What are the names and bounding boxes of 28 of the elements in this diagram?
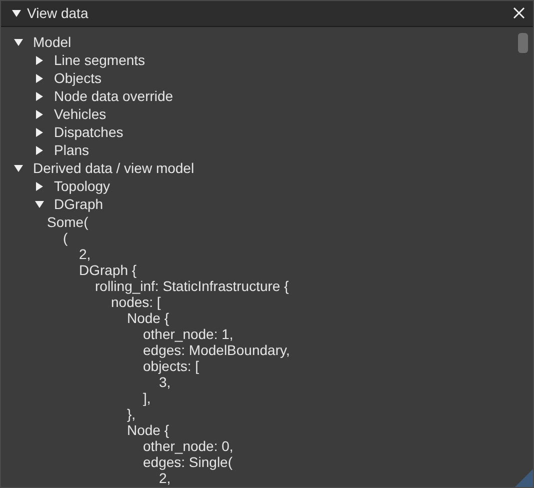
code-line: ( [63,230,68,246]
code-line: edges: Single( [143,454,233,470]
code-line: Node { [127,422,170,438]
code-line: edges: ModelBoundary, [143,342,290,358]
code-line: 2, [79,246,91,262]
tree-item-label: Vehicles [54,106,106,122]
code-line: other_node: 0, [143,438,234,454]
tree-item-label: Node data override [54,88,174,104]
code-line: rolling_inf: StaticInfrastructure { [95,278,289,294]
code-line: objects: [ [143,358,200,374]
tree-item-label: Objects [54,70,102,86]
code-line: Some( [47,214,88,230]
code-line: DGraph { [79,262,137,278]
code-line: ], [143,390,151,406]
tree-item-label: Topology [54,178,110,194]
code-line: 3, [159,374,171,390]
code-line: other_node: 1, [143,326,234,342]
code-line: 2, [159,470,171,486]
tree-item-label: Derived data / view model [33,160,194,176]
tree-item-label: Model [33,34,72,50]
code-line: Node { [127,310,170,326]
code-line: }, [127,406,136,422]
tree-item-label: Line segments [54,52,146,68]
code-line: nodes: [ [111,294,161,310]
tree-item-label: Dispatches [54,124,124,140]
tree-item-label: Plans [54,142,90,158]
tree-item-label: DGraph [54,196,104,212]
window-title: View data [27,5,88,21]
